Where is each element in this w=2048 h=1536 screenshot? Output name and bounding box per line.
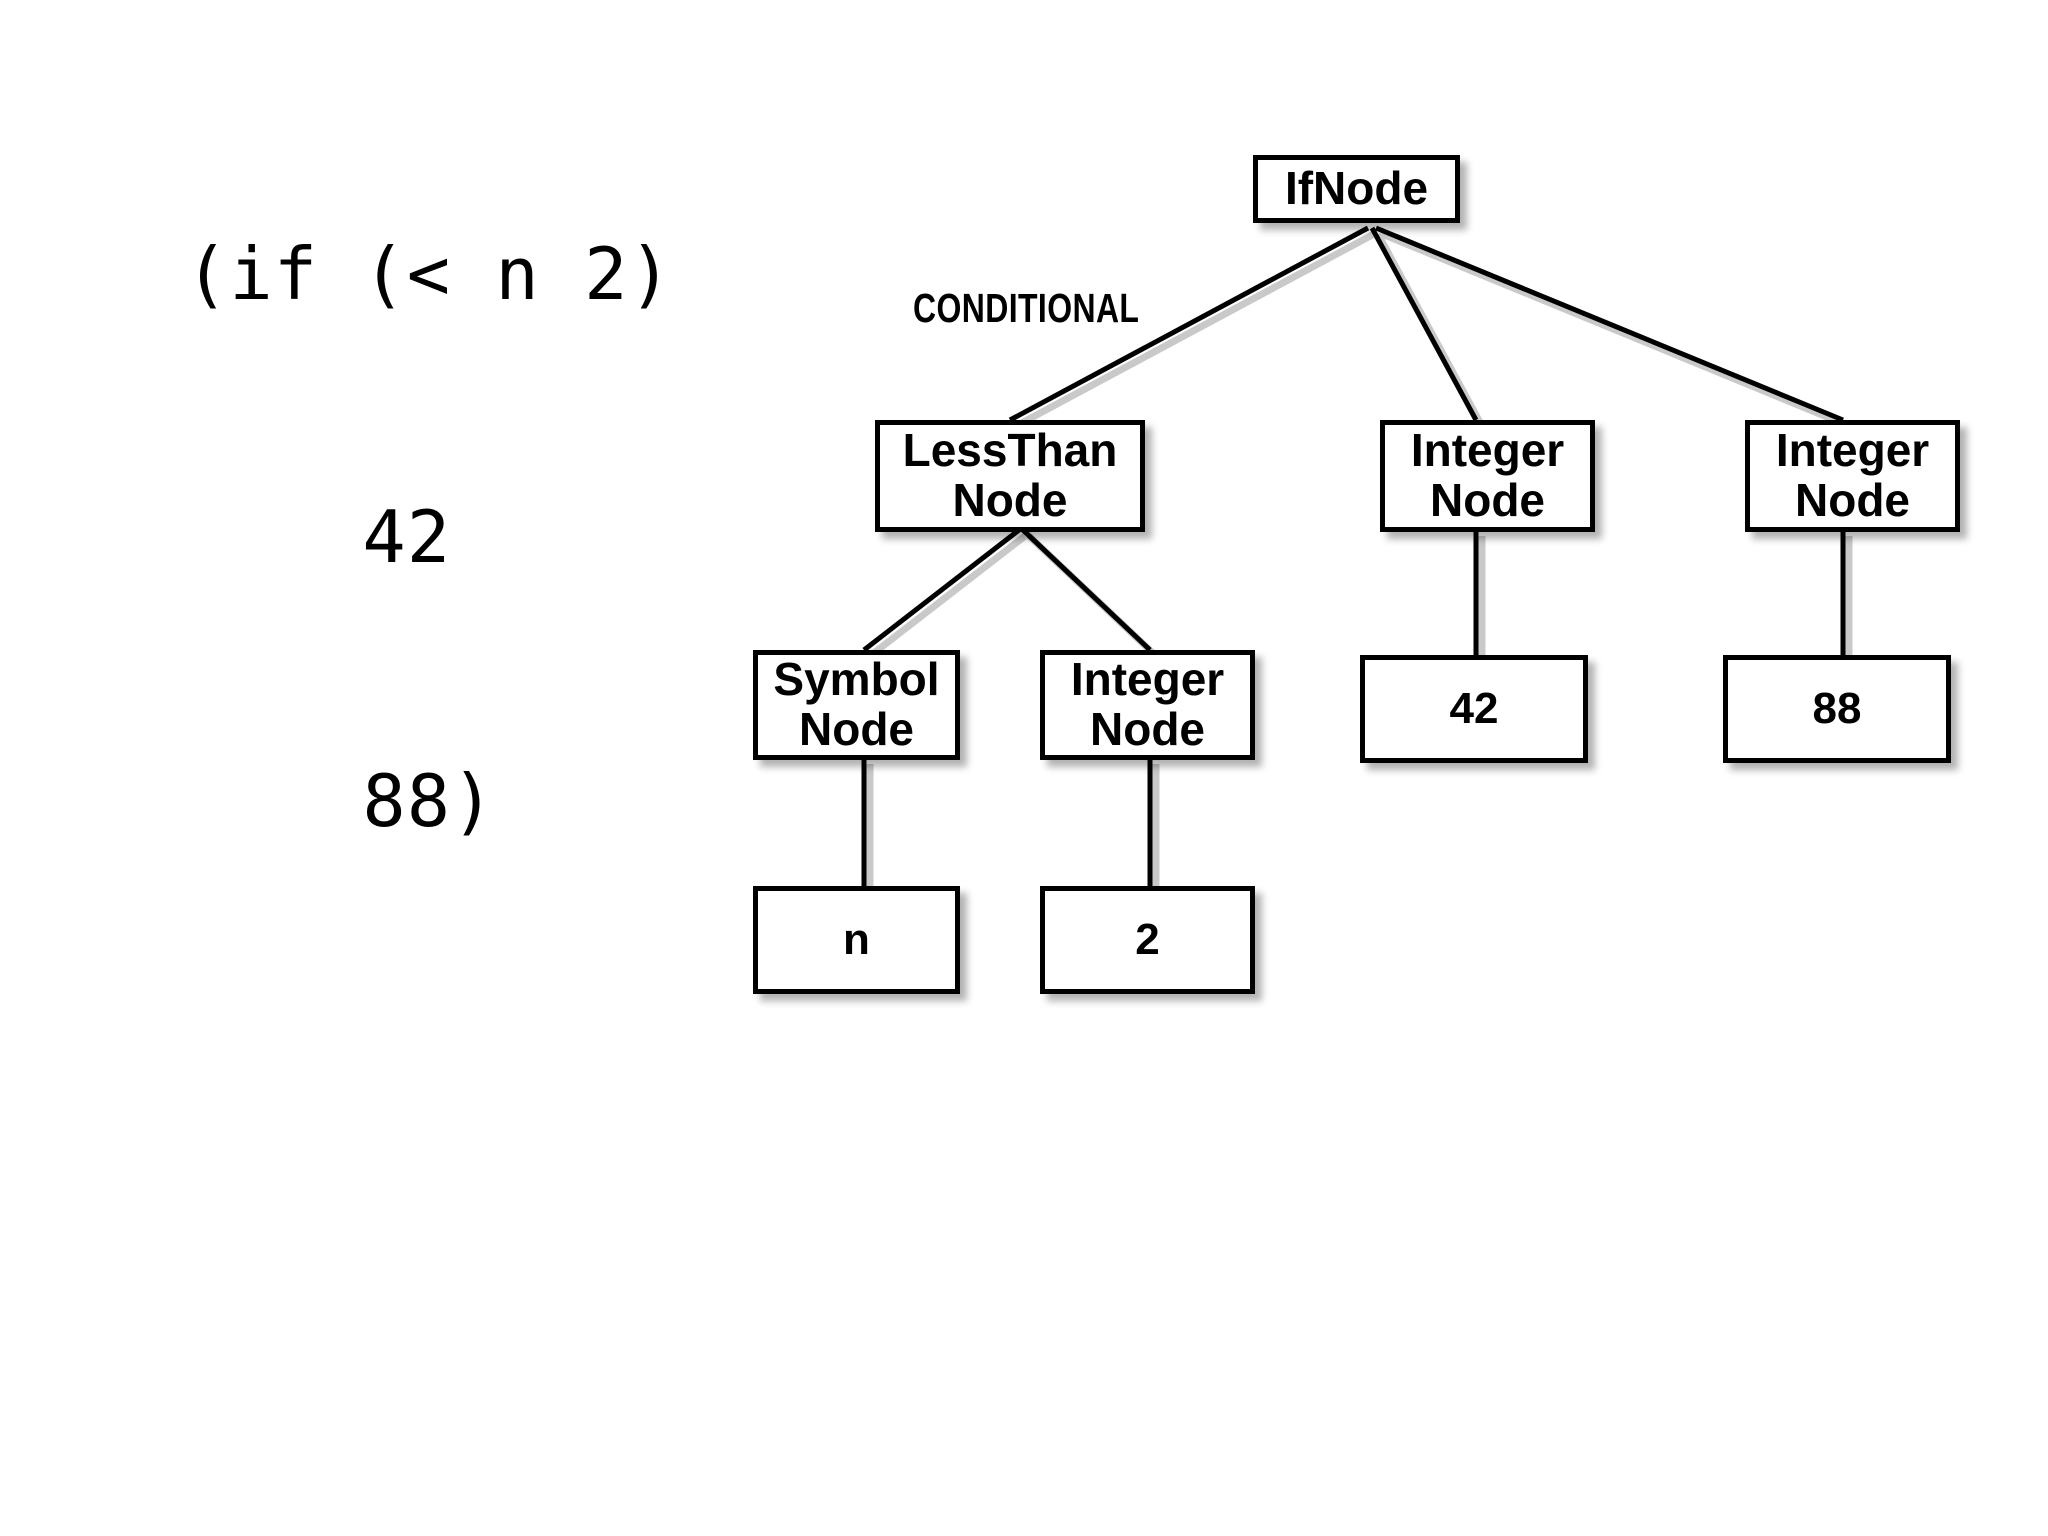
tree-node-int-then[interactable]: Integer Node — [1380, 420, 1595, 532]
tree-node-val-n[interactable]: n — [753, 886, 960, 994]
tree-edge-root-to-lessthan — [1008, 225, 1370, 423]
edge-label-conditional: CONDITIONAL — [913, 285, 1140, 331]
tree-node-val-42[interactable]: 42 — [1360, 655, 1588, 763]
tree-node-label: Integer Node — [1410, 424, 1565, 526]
tree-node-root[interactable]: IfNode — [1253, 155, 1460, 223]
code-line-1: (if (< n 2) — [185, 231, 673, 316]
tree-edge-shadow — [1014, 230, 1376, 430]
code-line-3: 88) — [185, 758, 496, 843]
tree-edge-shadow — [867, 533, 1028, 659]
tree-node-label: IfNode — [1284, 162, 1429, 215]
tree-node-label: 2 — [1135, 915, 1160, 965]
edge-shadow-group — [866, 230, 1853, 892]
tree-node-int-two[interactable]: Integer Node — [1040, 650, 1255, 760]
code-line-2: 42 — [185, 495, 452, 580]
tree-edge-root-to-int-then — [1369, 226, 1479, 422]
tree-node-symbol[interactable]: Symbol Node — [753, 650, 960, 760]
tree-edge-shadow — [1380, 230, 1851, 430]
tree-node-int-else[interactable]: Integer Node — [1745, 420, 1960, 532]
tree-edge-lessthan-to-symbol — [862, 528, 1021, 652]
tree-node-lessthan[interactable]: LessThan Node — [875, 420, 1145, 532]
tree-node-label: n — [843, 915, 870, 965]
tree-node-val-2[interactable]: 2 — [1040, 886, 1255, 994]
tree-node-label: Integer Node — [1070, 653, 1225, 755]
tree-node-label: LessThan Node — [902, 424, 1118, 526]
tree-node-val-88[interactable]: 88 — [1723, 655, 1951, 763]
tree-node-label: 88 — [1812, 684, 1862, 734]
tree-edge-lessthan-to-int-two — [1021, 528, 1152, 652]
edge-line-group — [861, 225, 1846, 886]
tree-edge-root-to-int-else — [1375, 225, 1844, 423]
tree-node-label: Integer Node — [1775, 424, 1930, 526]
tree-node-label: 42 — [1449, 684, 1499, 734]
lisp-source-snippet: (if (< n 2) 42 88) — [185, 55, 673, 1021]
tree-node-label: Symbol Node — [773, 653, 940, 755]
